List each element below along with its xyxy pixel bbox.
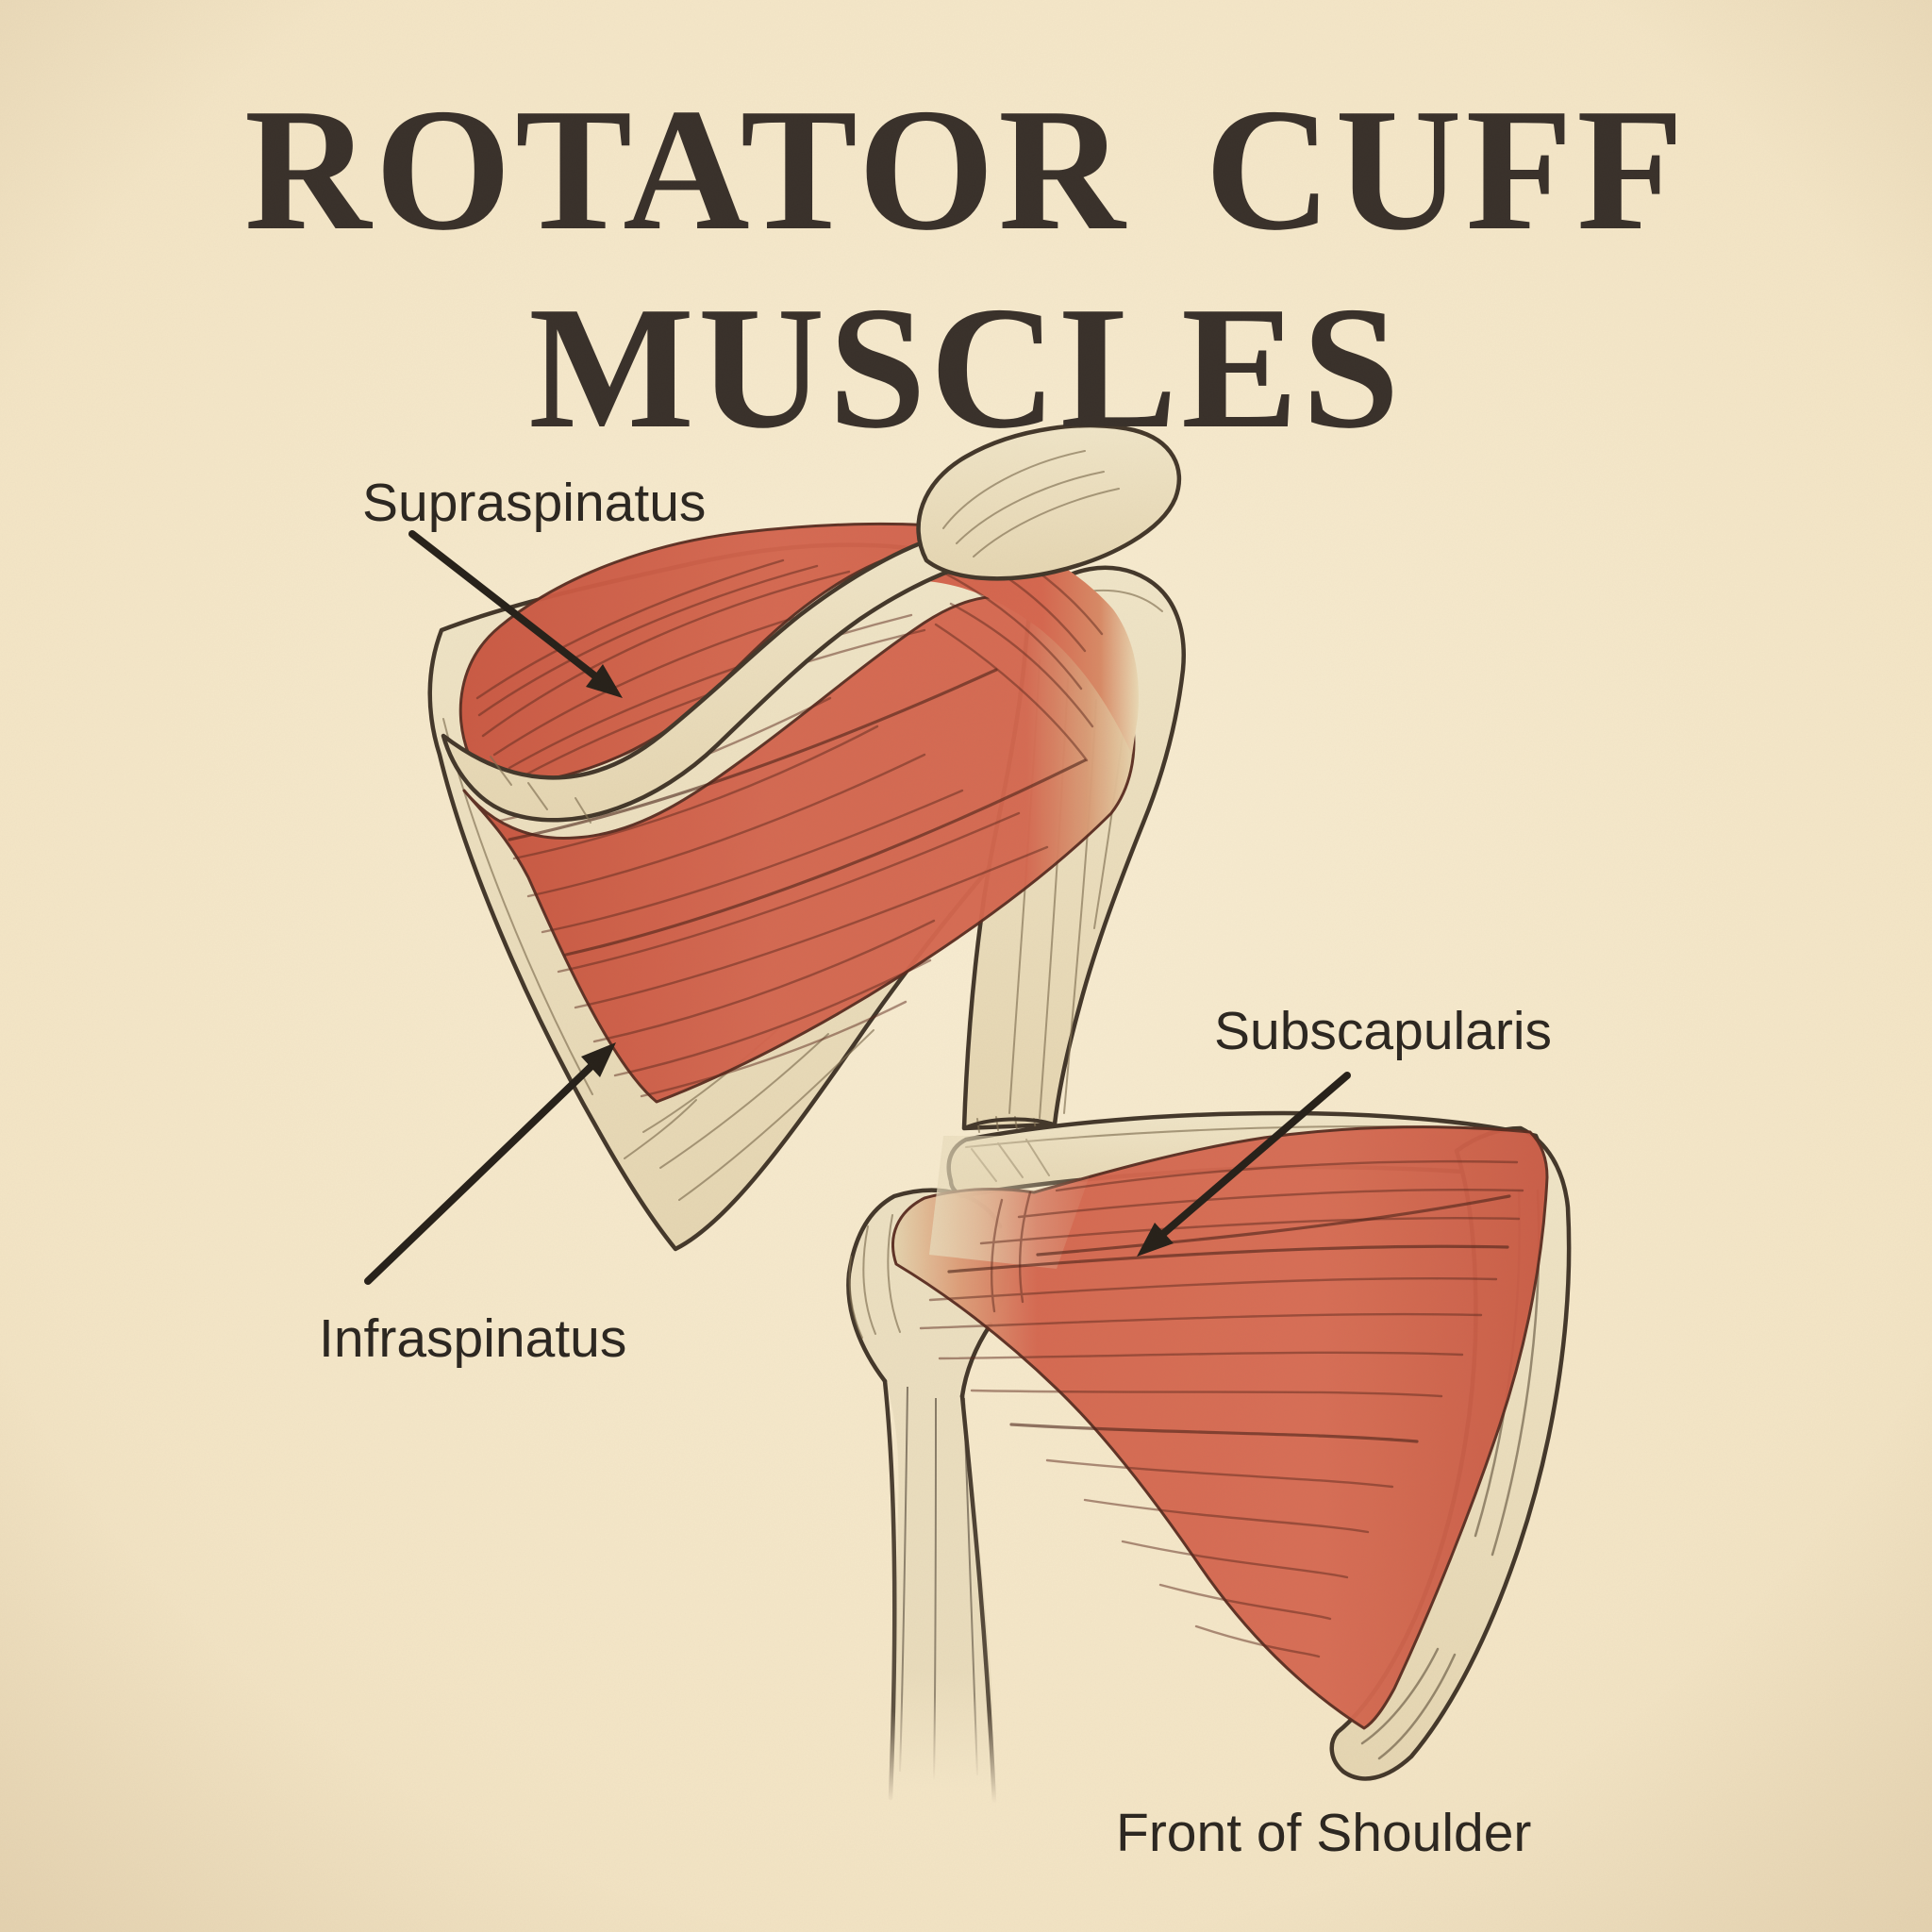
vignette-overlay	[0, 0, 1932, 1932]
rotator-cuff-diagram: ROTATOR CUFF MUSCLES Supraspinatus Infra…	[0, 0, 1932, 1932]
anatomy-poster: ROTATOR CUFF MUSCLES Supraspinatus Infra…	[0, 0, 1932, 1932]
